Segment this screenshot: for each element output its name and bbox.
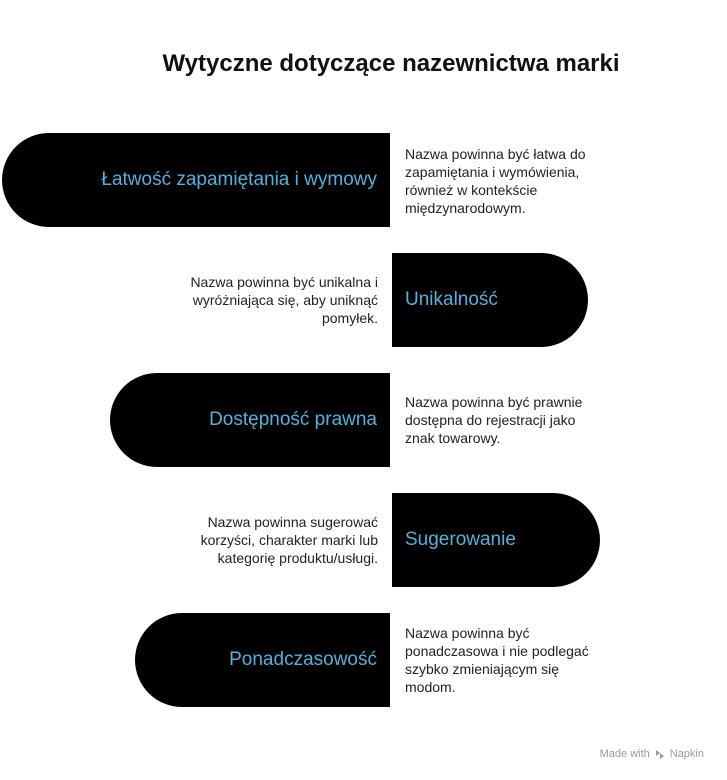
diagram-title: Wytyczne dotyczące nazewnictwa marki <box>162 50 620 77</box>
pill-label: Ponadczasowość <box>229 649 377 670</box>
pill-legal-availability: Dostępność prawna <box>110 373 390 467</box>
made-with-text: Made with <box>599 748 650 760</box>
pill-label: Dostępność prawna <box>209 409 377 430</box>
pill-uniqueness: Unikalność <box>392 253 588 347</box>
pill-label: Unikalność <box>405 289 498 310</box>
description-timelessness: Nazwa powinna być ponadczasowa i nie pod… <box>405 625 589 695</box>
pill-timelessness: Ponadczasowość <box>135 613 390 707</box>
description-uniqueness: Nazwa powinna być unikalna i wyróżniając… <box>190 274 378 326</box>
pill-ease-of-memorization: Łatwość zapamiętania i wymowy <box>2 133 390 227</box>
description-suggestiveness: Nazwa powinna sugerować korzyści, charak… <box>200 514 378 566</box>
pill-suggestiveness: Sugerowanie <box>392 493 600 587</box>
pill-label: Łatwość zapamiętania i wymowy <box>101 169 377 190</box>
made-with-napkin-footer: Made with Napkin <box>600 748 704 760</box>
napkin-brand-text: Napkin <box>669 748 704 760</box>
description-legal-availability: Nazwa powinna być prawnie dostępna do re… <box>405 394 583 446</box>
pill-label: Sugerowanie <box>405 529 516 550</box>
napkin-logo-icon <box>655 750 664 759</box>
description-ease-of-memorization: Nazwa powinna być łatwa do zapamiętania … <box>405 146 586 216</box>
